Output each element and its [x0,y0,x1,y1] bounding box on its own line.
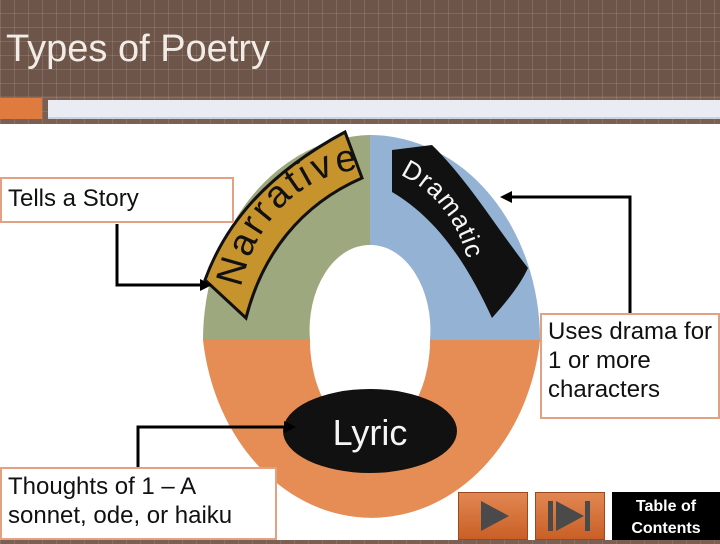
play-triangle-icon [481,501,509,531]
lyric-description: Thoughts of 1 – A sonnet, ode, or haiku [0,467,277,540]
narrative-arrow [115,224,212,291]
next-slide-button[interactable] [458,492,528,540]
title-bar: Types of Poetry [0,0,720,96]
lyric-arrow [136,421,296,467]
accent-bar [48,100,720,119]
accent-square [0,98,42,119]
lyric-label: Lyric [333,412,408,453]
dramatic-band [392,145,528,318]
table-of-contents-button[interactable]: Table of Contents [612,492,720,540]
dramatic-description: Uses drama for 1 or more characters [540,313,720,419]
narrative-band [203,129,364,321]
dramatic-arrow [500,191,632,313]
skip-to-end-icon [548,501,590,531]
lyric-band [283,389,457,473]
ring-center [310,245,430,435]
narrative-description: Tells a Story [0,177,234,223]
last-slide-button[interactable] [535,492,605,540]
page-title: Types of Poetry [6,28,271,70]
